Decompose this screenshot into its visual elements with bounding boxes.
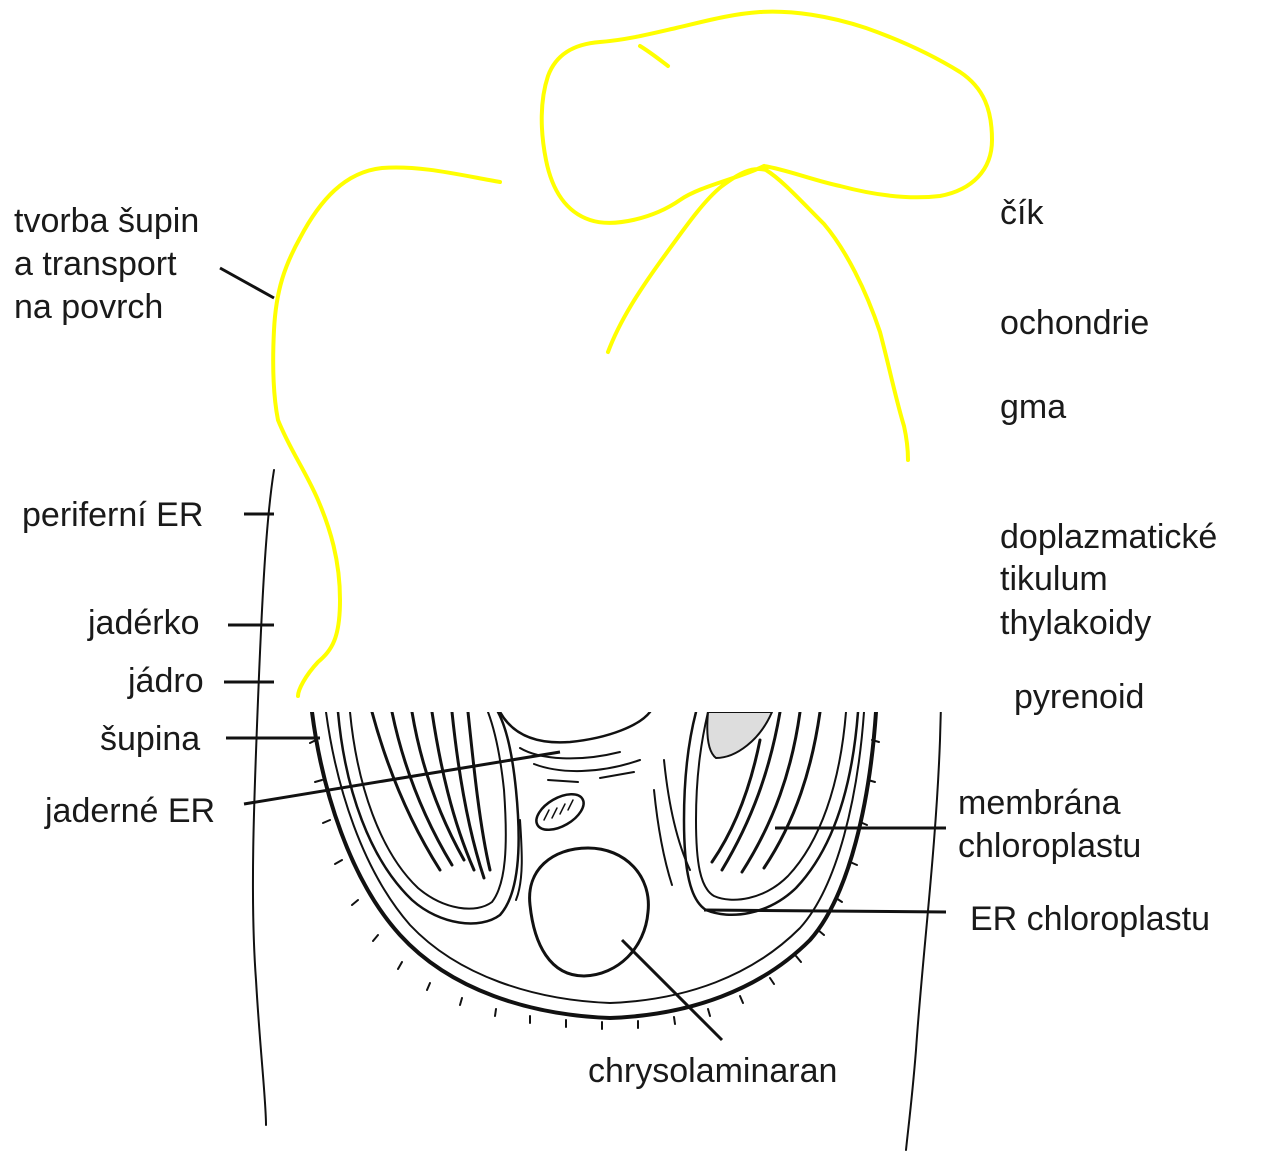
chloroplast-left-inner [350,712,506,909]
labels-bottom: chrysolaminaran [588,1052,837,1090]
label-thylakoidy: thylakoidy [1000,604,1151,642]
label-periferni-er: periferní ER [22,496,203,534]
label-supina: šupina [100,720,200,758]
label-bicik: čík [1000,194,1044,232]
label-jaderko: jadérko [87,604,200,642]
label-tvorba-supin-3: na povrch [14,288,163,326]
label-membrana-2: chloroplastu [958,827,1141,865]
label-tvorba-supin-2: a transport [14,245,177,283]
label-pyrenoid: pyrenoid [1014,678,1144,716]
pyrenoid-body [707,712,772,758]
label-mitochondrie: ochondrie [1000,304,1149,342]
label-er-chloroplastu: ER chloroplastu [970,900,1210,938]
leader-er-chloroplastu [704,910,946,912]
label-jadro: jádro [127,662,204,700]
label-stigma: gma [1000,388,1066,426]
leader-tvorba [220,268,274,298]
label-endoplazmaticke: doplazmatické [1000,518,1217,556]
cell-outer-left-outline [253,470,274,1125]
label-membrana-1: membrána [958,784,1121,822]
mitochondrion [530,787,589,837]
chrysolaminaran-vacuole [530,848,649,976]
cell-membrane-inner [326,712,864,1003]
white-mask [273,160,1000,712]
nuclear-er [520,748,640,782]
labels-left: tvorba šupin a transport na povrch perif… [14,202,215,830]
label-chrysolaminaran: chrysolaminaran [588,1052,837,1090]
label-retikulum: tikulum [1000,560,1108,598]
label-tvorba-supin-1: tvorba šupin [14,202,199,240]
nucleus-edge [500,712,650,742]
label-jaderne-er: jaderné ER [44,792,215,830]
